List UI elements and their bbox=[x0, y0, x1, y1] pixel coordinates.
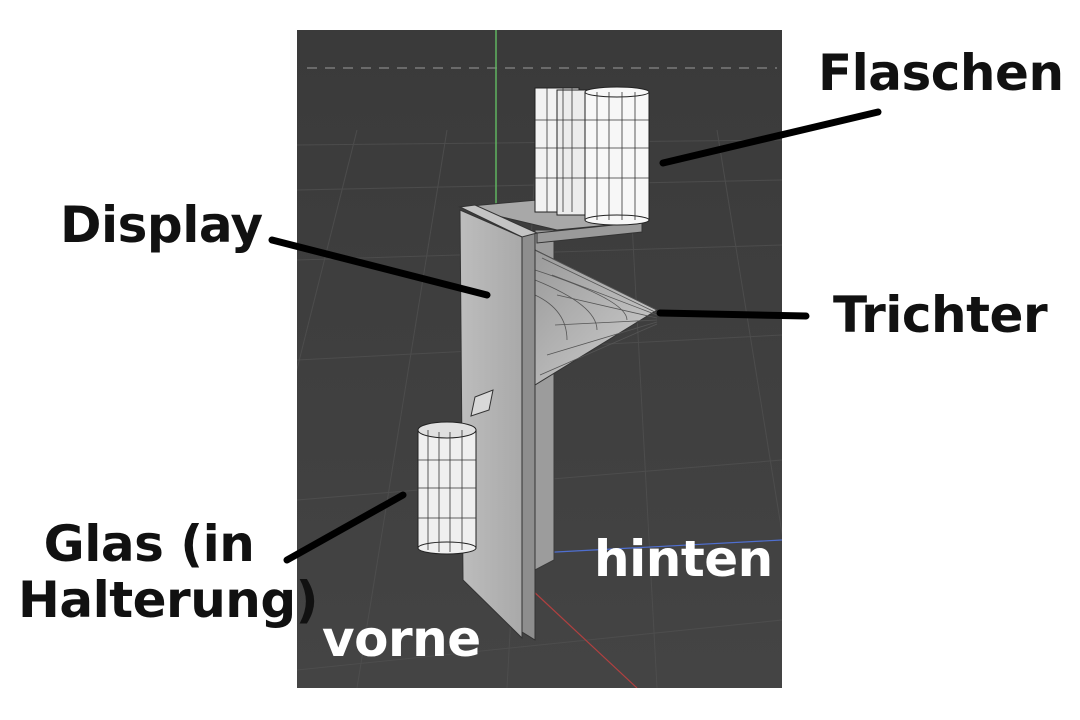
label-hinten: hinten bbox=[594, 530, 773, 588]
label-display: Display bbox=[60, 196, 263, 254]
label-trichter: Trichter bbox=[833, 286, 1048, 344]
display-screen bbox=[470, 389, 494, 417]
label-glas-line2: Halterung) bbox=[18, 571, 319, 629]
z-axis-line bbox=[536, 539, 782, 554]
display-panel-top bbox=[458, 204, 539, 238]
x-axis-line bbox=[531, 589, 638, 688]
bottle-shelf-edge bbox=[536, 221, 643, 244]
funnel-cone bbox=[534, 249, 659, 386]
label-vorne: vorne bbox=[322, 610, 481, 668]
display-panel-front bbox=[459, 209, 523, 640]
label-glas: Glas (in Halterung) bbox=[18, 515, 319, 629]
label-flaschen: Flaschen bbox=[818, 44, 1064, 102]
3d-viewport[interactable] bbox=[297, 30, 782, 688]
glass-cylinder bbox=[417, 421, 477, 555]
label-glas-line1: Glas (in bbox=[43, 515, 255, 573]
display-panel-side bbox=[521, 226, 536, 641]
bottle-cylinders bbox=[534, 86, 650, 226]
